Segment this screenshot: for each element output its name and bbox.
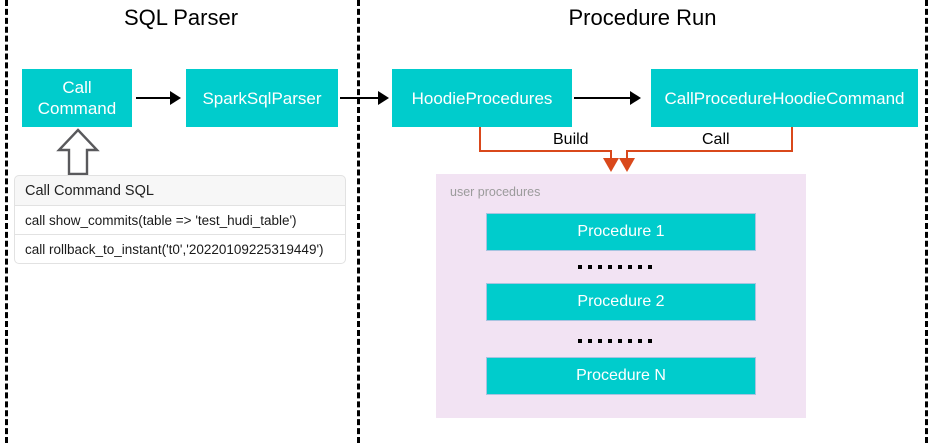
call-command-sql-row[interactable]: call rollback_to_instant('t0','202201092… xyxy=(14,235,346,264)
connector-build-vertical-down xyxy=(610,150,612,160)
arrow-parser-to-hoodie-line xyxy=(340,97,380,99)
node-spark-sql-parser[interactable]: SparkSqlParser xyxy=(186,69,338,127)
procedure-separator-dots xyxy=(578,339,652,343)
node-call-command-line1: Call xyxy=(62,78,92,97)
arrow-call-command-to-parser-head xyxy=(170,91,181,105)
connector-call-horizontal xyxy=(626,150,793,152)
connector-call-vertical-down xyxy=(626,150,628,160)
call-command-sql-panel: Call Command SQL call show_commits(table… xyxy=(14,175,346,264)
call-command-sql-header: Call Command SQL xyxy=(14,175,346,206)
call-command-sql-row[interactable]: call show_commits(table => 'test_hudi_ta… xyxy=(14,206,346,235)
user-procedures-panel-label: user procedures xyxy=(450,185,541,199)
node-call-command[interactable]: Call Command xyxy=(22,69,132,127)
procedure-box-2[interactable]: Procedure 2 xyxy=(486,283,756,321)
procedure-box-n[interactable]: Procedure N xyxy=(486,357,756,395)
connector-call-vertical-right xyxy=(791,127,793,151)
connector-build-arrowhead xyxy=(603,158,619,172)
section-title-sql-parser: SQL Parser xyxy=(123,5,239,30)
node-call-procedure-hoodie-command[interactable]: CallProcedureHoodieCommand xyxy=(651,69,918,127)
hollow-up-arrow-icon xyxy=(56,128,100,176)
section-title-procedure-run: Procedure Run xyxy=(568,5,717,30)
connector-call-arrowhead xyxy=(619,158,635,172)
arrow-call-command-to-parser-line xyxy=(136,97,172,99)
divider-right xyxy=(925,0,928,443)
node-hoodie-procedures[interactable]: HoodieProcedures xyxy=(392,69,572,127)
connector-build-vertical-left xyxy=(479,127,481,151)
arrow-hoodie-to-command-line xyxy=(574,97,632,99)
arrow-hoodie-to-command-head xyxy=(630,91,641,105)
connector-call-label: Call xyxy=(697,131,735,149)
divider-left xyxy=(5,0,8,443)
connector-build-horizontal xyxy=(479,150,612,152)
connector-build-label: Build xyxy=(548,131,594,149)
arrow-parser-to-hoodie-head xyxy=(378,91,389,105)
divider-middle xyxy=(357,0,360,443)
node-call-command-line2: Command xyxy=(37,99,117,118)
procedure-box-1[interactable]: Procedure 1 xyxy=(486,213,756,251)
procedure-separator-dots xyxy=(578,265,652,269)
